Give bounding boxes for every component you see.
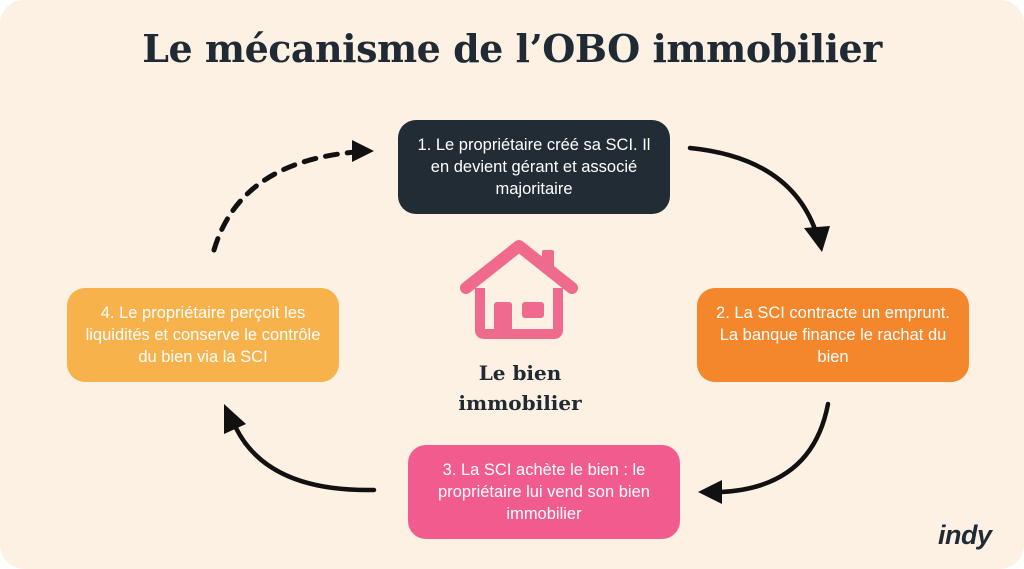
step-2-text: 2. La SCI contracte un emprunt. La banqu… [716,304,950,366]
page-title: Le mécanisme de l’OBO immobilier [142,26,882,71]
brand-logo: indy [938,520,992,550]
step-3-box: 3. La SCI achète le bien : le propriétai… [408,445,680,539]
arrow-step3-to-step4 [224,404,377,493]
center-label: Le bien immobilier [430,358,610,418]
step-2-box: 2. La SCI contracte un emprunt. La banqu… [697,288,969,382]
center-label-line2: immobilier [458,391,582,415]
center-label-line1: Le bien [478,361,562,385]
step-3-text: 3. La SCI achète le bien : le propriétai… [438,461,650,523]
step-1-text: 1. Le propriétaire créé sa SCI. Il en de… [417,136,651,198]
arrow-step2-to-step3 [698,401,831,504]
step-4-box: 4. Le propriétaire perçoit les liquidité… [67,288,339,382]
step-1-box: 1. Le propriétaire créé sa SCI. Il en de… [398,120,670,214]
arrow-step4-to-step1-dashed [211,140,374,253]
house-icon [460,240,578,339]
arrow-step1-to-step2 [687,145,830,252]
step-4-text: 4. Le propriétaire perçoit les liquidité… [85,304,321,366]
